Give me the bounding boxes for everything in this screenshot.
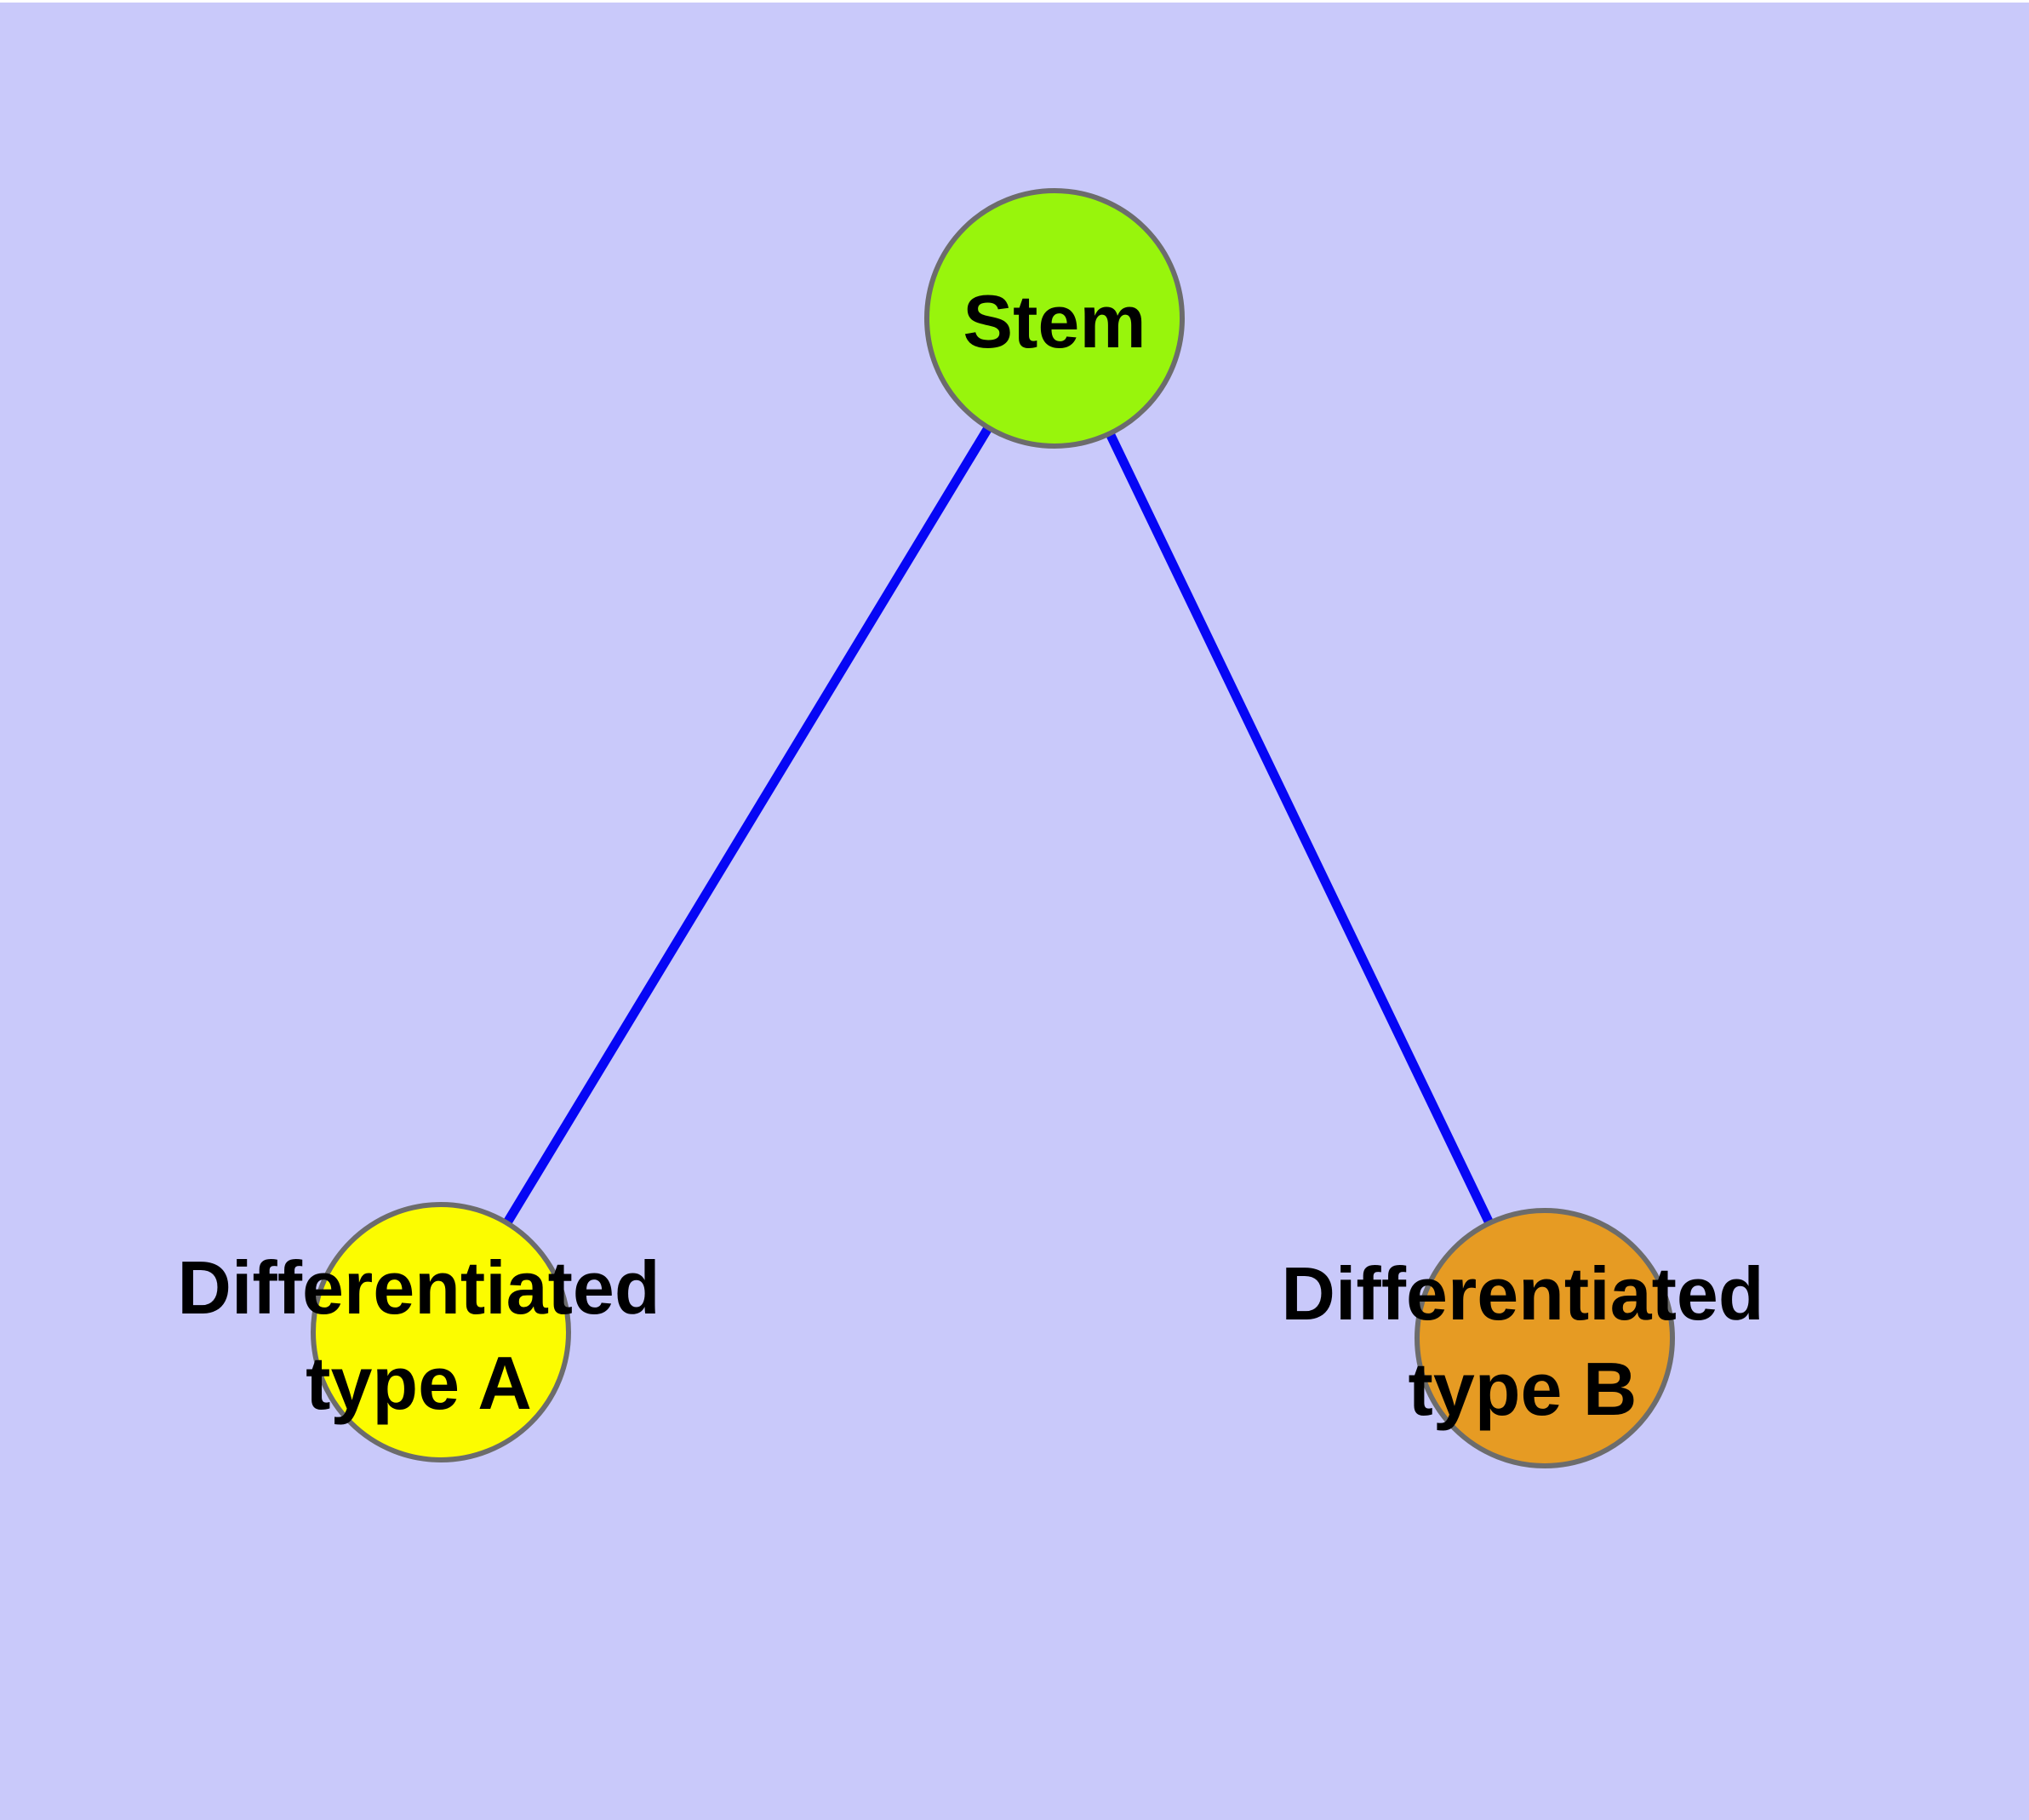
edge-stem-to-differentiated-type-b	[1050, 316, 1549, 1341]
node-differentiated-type-b-label-line-2: type B	[1409, 1347, 1637, 1431]
node-stem[interactable]: Stem	[924, 188, 1185, 449]
node-differentiated-type-a-label-line-1: Differentiated	[177, 1245, 660, 1330]
node-differentiated-type-b-label-line-1: Differentiated	[1281, 1251, 1763, 1336]
top-margin-strip	[0, 0, 2029, 3]
edges-layer	[437, 316, 1549, 1341]
node-differentiated-type-b-circle[interactable]	[1415, 1208, 1675, 1468]
node-differentiated-type-b-label: Differentiated type B	[1281, 1251, 1763, 1431]
node-differentiated-type-a[interactable]: Differentiated type A	[177, 1202, 660, 1462]
edge-stem-to-differentiated-type-a	[437, 316, 1059, 1335]
node-stem-label-line-1: Stem	[963, 279, 1146, 363]
node-differentiated-type-b[interactable]: Differentiated type B	[1281, 1208, 1764, 1468]
node-differentiated-type-a-label-line-2: type A	[306, 1341, 532, 1425]
node-stem-label: Stem	[963, 279, 1146, 363]
node-stem-circle[interactable]	[924, 188, 1185, 449]
node-differentiated-type-a-label: Differentiated type A	[177, 1245, 660, 1425]
node-differentiated-type-a-circle[interactable]	[311, 1202, 571, 1462]
